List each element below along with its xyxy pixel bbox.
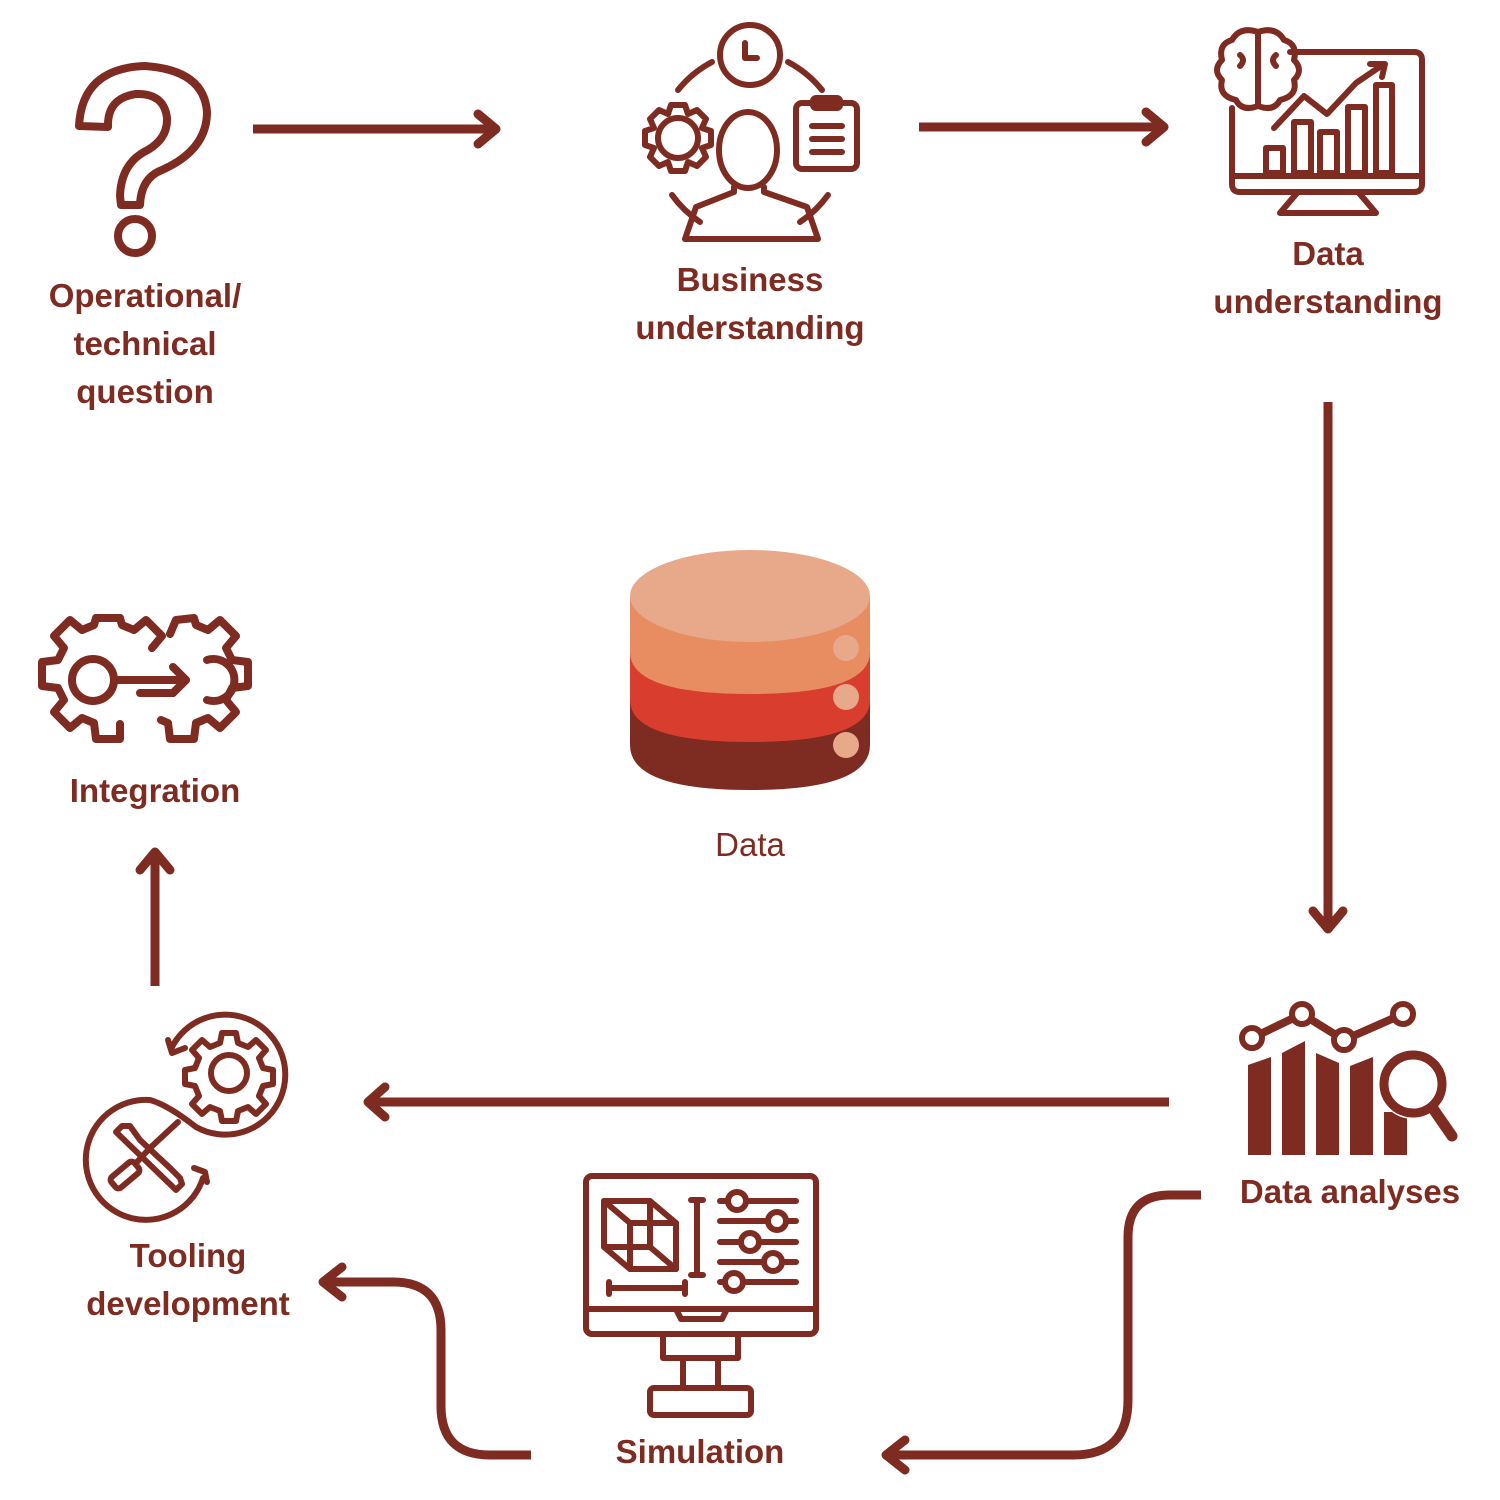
gear-icon — [182, 1030, 276, 1124]
question-mark-icon — [75, 62, 211, 257]
clipboard-icon — [793, 95, 860, 172]
tools-gear-cycle-icon — [82, 1011, 289, 1223]
gear-icon — [642, 102, 714, 174]
edge-simulation-to-tooling — [318, 1262, 531, 1460]
edge-question-to-business — [253, 109, 501, 149]
cube-icon — [601, 1198, 679, 1272]
gears-arrow-icon — [38, 614, 252, 743]
brain-monitor-chart-icon — [1214, 27, 1425, 216]
brain-icon — [1214, 27, 1302, 111]
business-person-icon — [642, 22, 860, 242]
node-label-data-understanding: Data understanding — [1213, 235, 1443, 320]
edge-tooling-to-integration — [135, 847, 175, 986]
wrench-screwdriver-icon — [107, 1119, 185, 1193]
sliders-icon — [717, 1189, 799, 1294]
node-label-simulation: Simulation — [615, 1433, 785, 1470]
center-label-data: Data — [715, 826, 785, 863]
edge-data-analyses-to-tooling — [363, 1082, 1169, 1122]
edge-data-analyses-to-simulation — [881, 1190, 1201, 1475]
edge-data-understanding-to-data-analyses — [1308, 402, 1348, 934]
node-label-data-analyses: Data analyses — [1239, 1173, 1461, 1210]
bar-chart-magnifier-icon — [1239, 1001, 1458, 1155]
node-label-tooling-development: Tooling development — [86, 1237, 290, 1322]
node-label-integration: Integration — [69, 772, 241, 809]
node-label-business-understanding: Business understanding — [635, 261, 865, 346]
node-label-question: Operational/ technical question — [48, 277, 242, 410]
edge-business-to-data-understanding — [919, 107, 1169, 147]
monitor-cube-sliders-icon — [583, 1173, 819, 1418]
clock-icon — [717, 22, 783, 88]
database-icon — [630, 550, 870, 790]
